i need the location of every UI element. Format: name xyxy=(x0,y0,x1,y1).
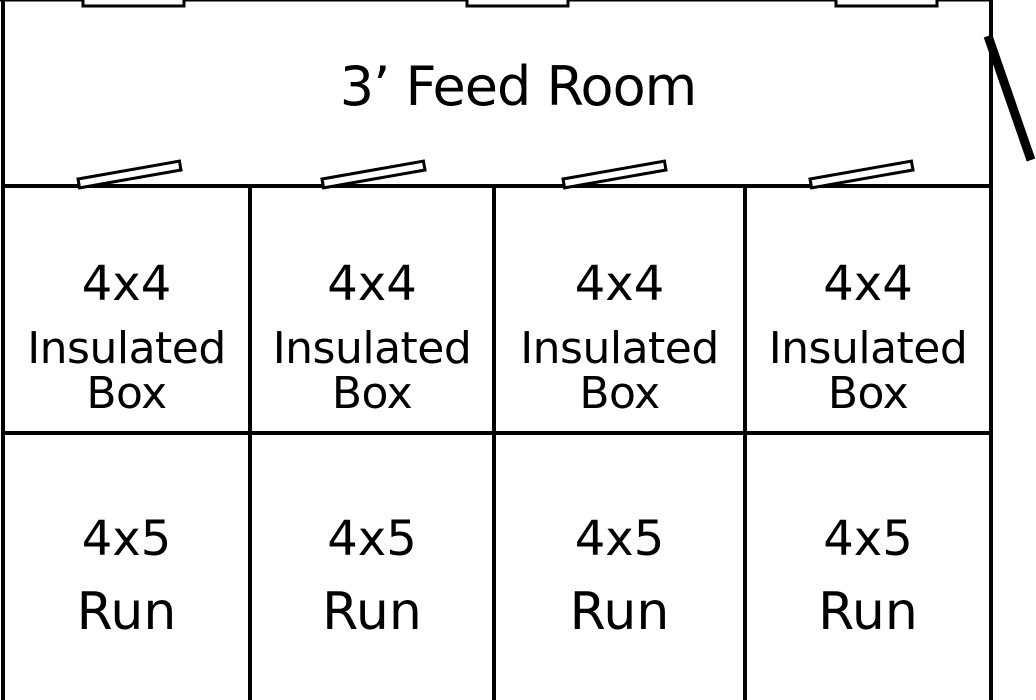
run-label: Run xyxy=(569,582,670,642)
box-size-label: 4x4 xyxy=(327,256,417,312)
box-label-line2: Box xyxy=(579,368,660,419)
side-door xyxy=(983,34,1036,162)
box-label-line2: Box xyxy=(86,368,167,419)
box-label-line1: Insulated xyxy=(768,323,968,374)
run-label: Run xyxy=(76,582,177,642)
box-label-line1: Insulated xyxy=(27,323,226,374)
run-label: Run xyxy=(322,582,422,642)
run-size-label: 4x5 xyxy=(823,511,913,567)
box-door-2 xyxy=(320,159,427,190)
box-label-line2: Box xyxy=(827,368,909,419)
run-size-label: 4x5 xyxy=(81,511,172,567)
box-door-4 xyxy=(808,159,915,190)
box-label-line2: Box xyxy=(331,368,413,419)
top-window-3 xyxy=(834,0,939,8)
run-size-label: 4x5 xyxy=(327,511,417,567)
run-label: Run xyxy=(818,582,918,642)
box-door-1 xyxy=(76,159,183,190)
feed-room-label: 3’ Feed Room xyxy=(339,55,697,118)
box-size-label: 4x4 xyxy=(81,256,172,312)
top-window-2 xyxy=(465,0,570,8)
box-size-label: 4x4 xyxy=(574,256,665,312)
box-label-line1: Insulated xyxy=(520,323,719,374)
box-label-line1: Insulated xyxy=(272,323,472,374)
box-size-label: 4x4 xyxy=(823,256,913,312)
run-size-label: 4x5 xyxy=(574,511,665,567)
box-door-3 xyxy=(561,159,668,190)
top-window-1 xyxy=(81,0,186,8)
